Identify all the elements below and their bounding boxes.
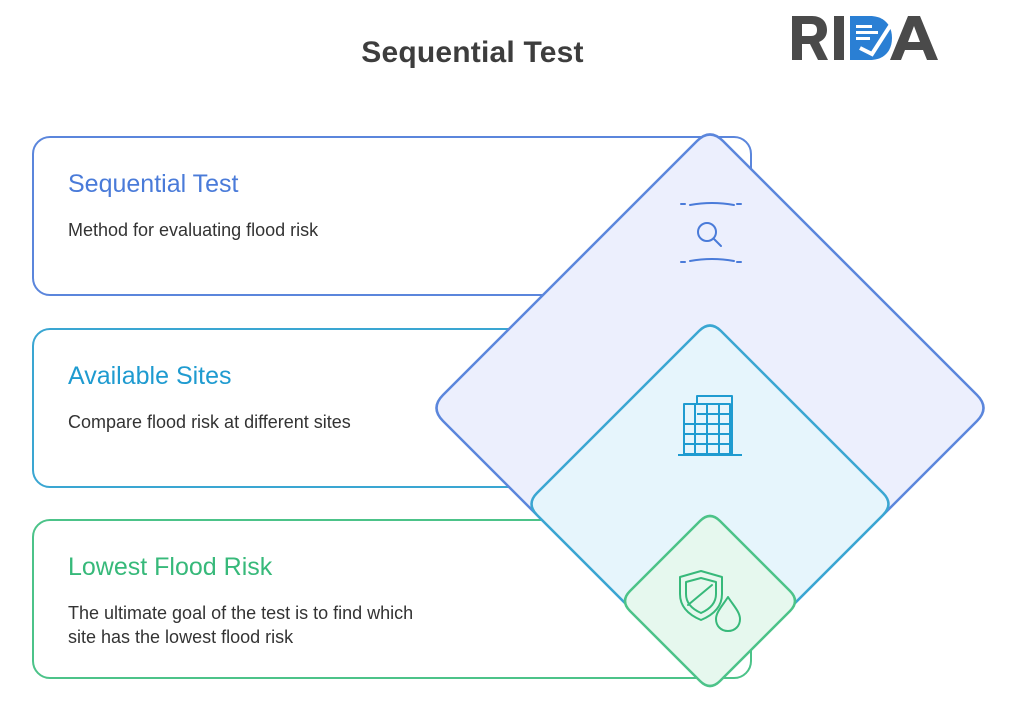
search-icon	[680, 202, 742, 263]
logo-letter-a	[890, 16, 938, 60]
step-description: Compare flood risk at different sites	[68, 412, 351, 432]
step-description: Method for evaluating flood risk	[68, 220, 319, 240]
shield-water-icon	[679, 570, 741, 632]
step-title: Lowest Flood Risk	[68, 553, 273, 581]
step-description: The ultimate goal of the test is to find…	[68, 603, 414, 647]
step-title: Available Sites	[68, 362, 232, 390]
logo-letter-i	[834, 16, 844, 60]
logo-letter-r	[792, 16, 828, 60]
building-icon	[678, 395, 742, 456]
diamond-small	[623, 514, 797, 688]
page-title: Sequential Test	[361, 36, 584, 69]
step-title: Sequential Test	[68, 170, 239, 198]
rida-logo	[792, 16, 938, 60]
